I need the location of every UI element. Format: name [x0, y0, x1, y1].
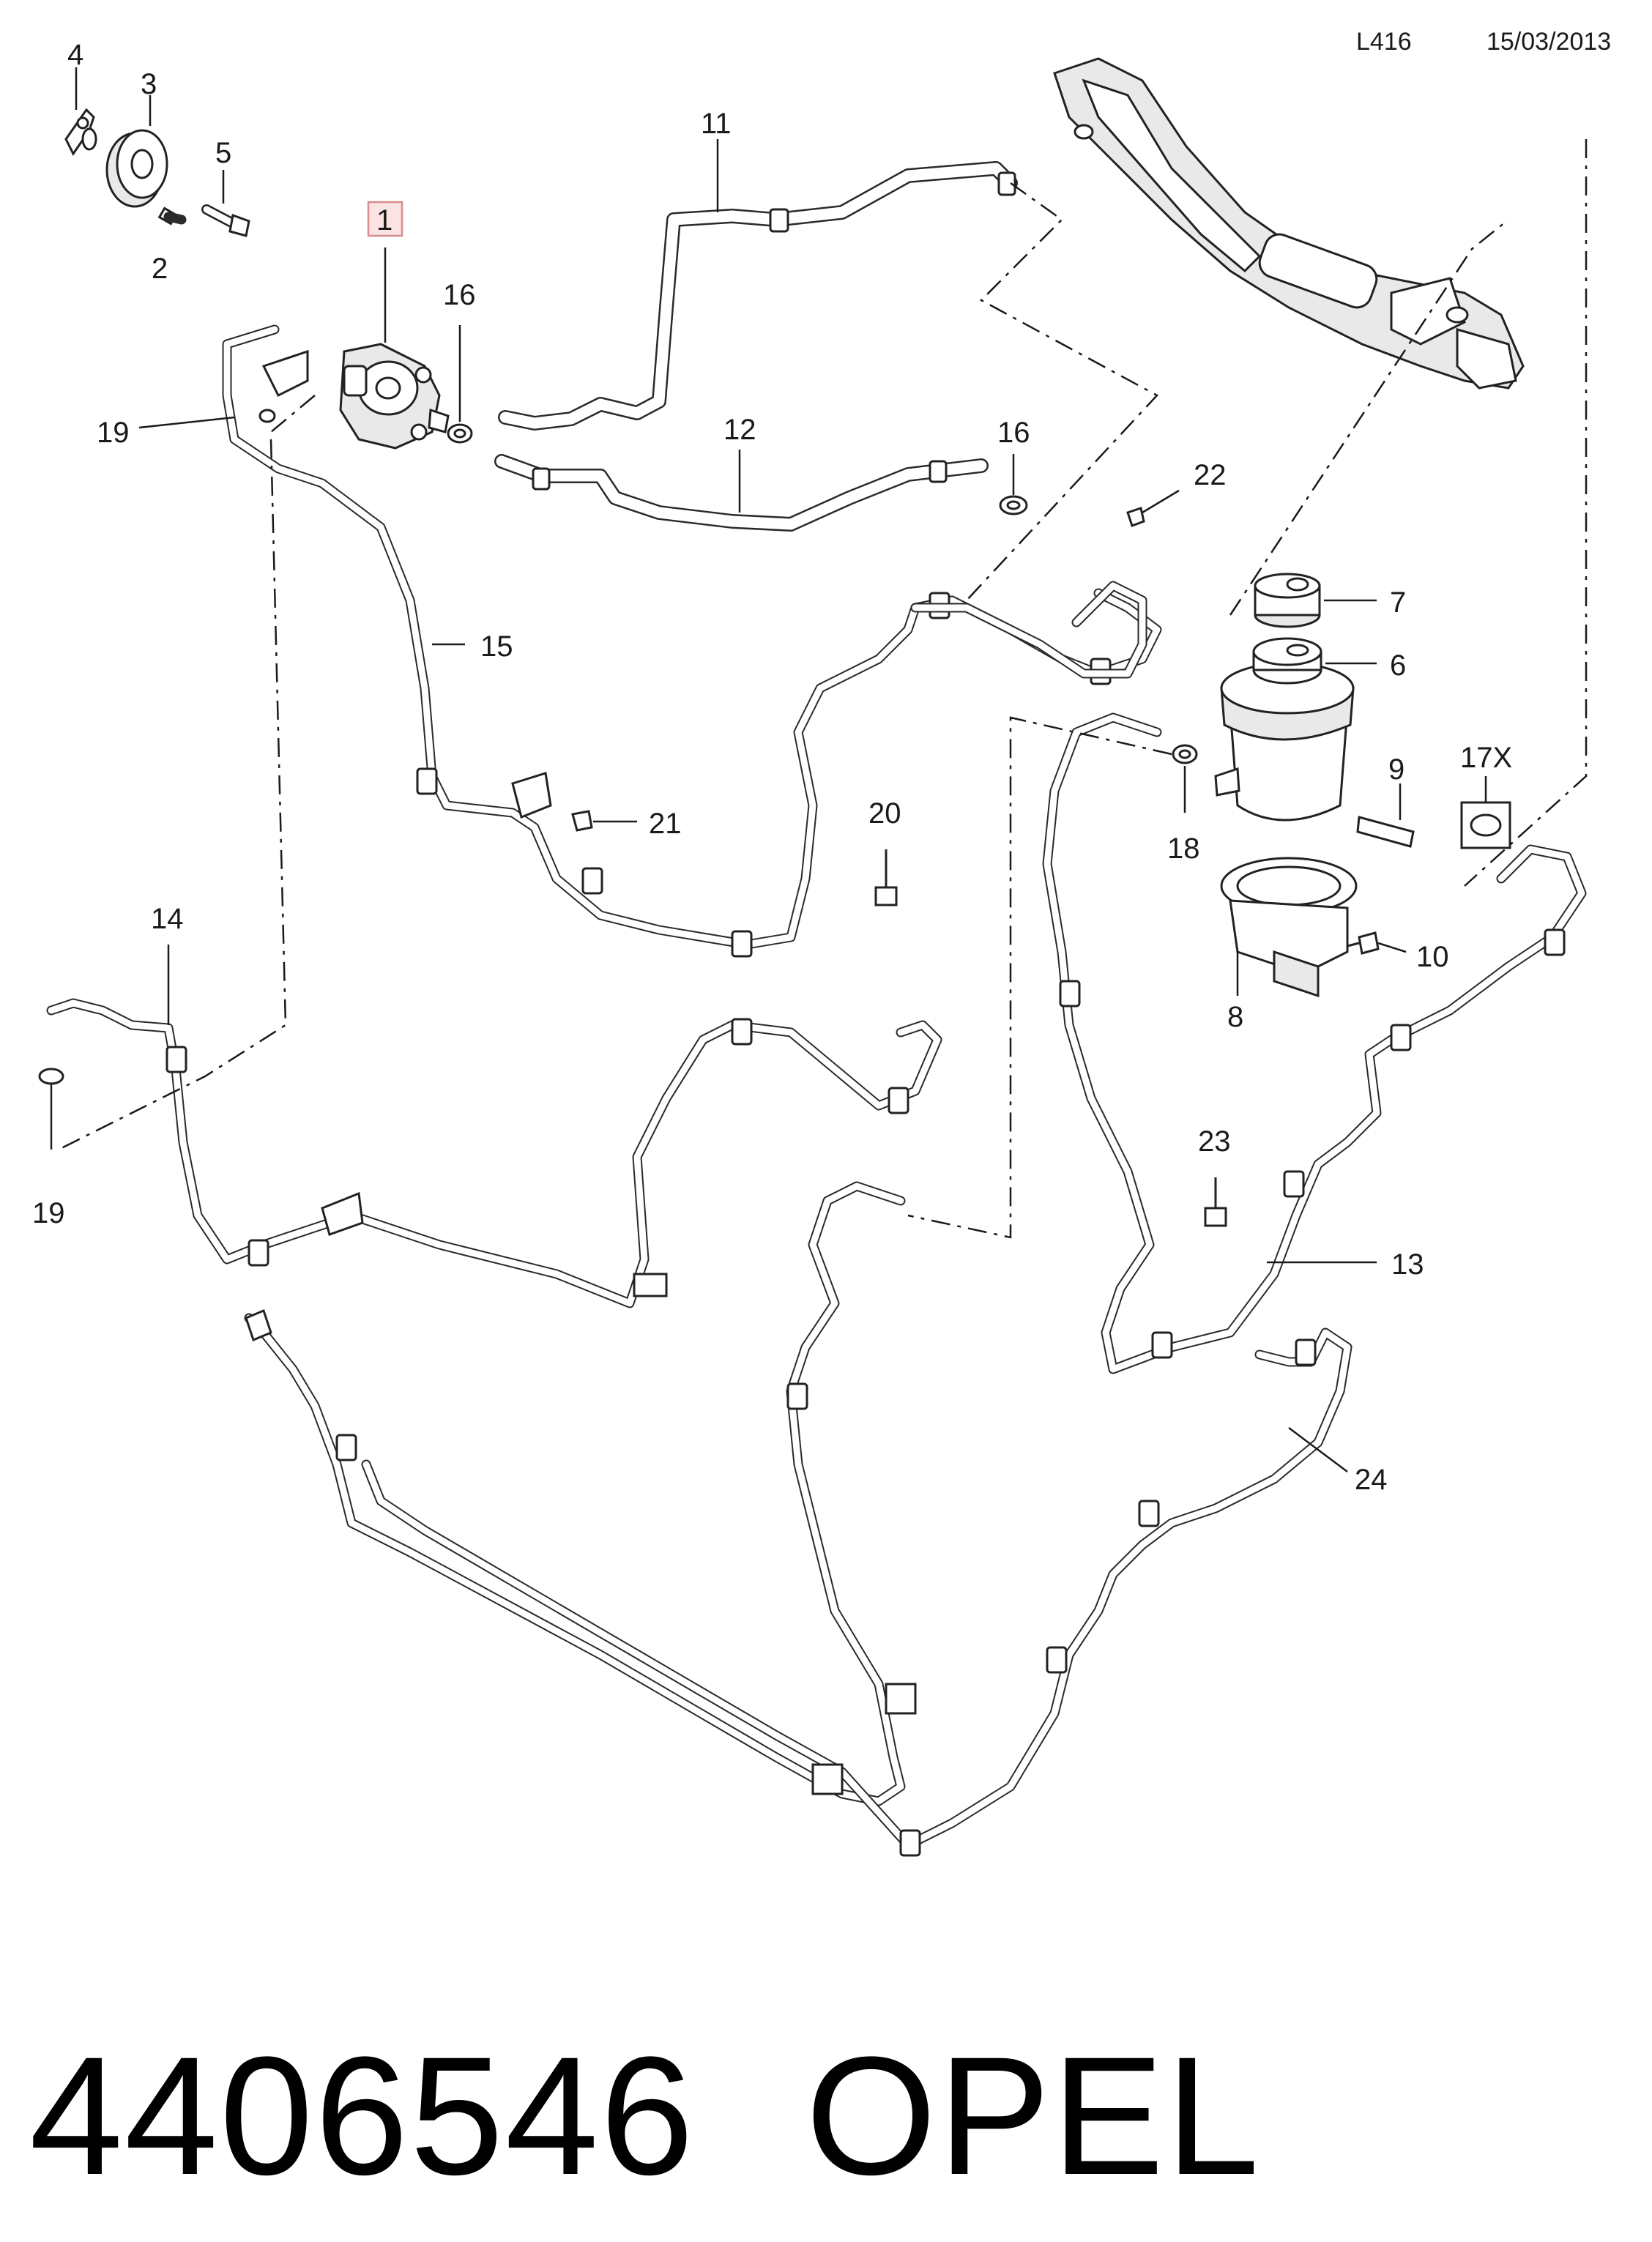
callout-11[interactable]: 11: [701, 108, 732, 140]
part-21-bolt[interactable]: [511, 772, 593, 832]
part-8-reservoir-bracket[interactable]: [1220, 857, 1358, 998]
part-steering-rack[interactable]: [1053, 57, 1525, 390]
part-7-reservoir-cap[interactable]: [1254, 573, 1321, 628]
part-17X-seal-kit[interactable]: [1460, 801, 1511, 849]
part-16-clamp-hose[interactable]: [999, 495, 1028, 515]
part-12-hose[interactable]: [494, 454, 989, 532]
part-16-clamp-pump[interactable]: [447, 423, 473, 444]
callout-6[interactable]: 6: [1390, 649, 1406, 682]
part-14-feed-pipe[interactable]: [46, 998, 942, 1308]
part-lower-return-pipe[interactable]: [244, 1181, 1353, 1857]
callout-4[interactable]: 4: [67, 39, 83, 71]
callout-17X[interactable]: 17X: [1460, 742, 1512, 774]
reference-dashed-lines: [58, 139, 1588, 1239]
diagram-date: 15/03/2013: [1487, 28, 1611, 56]
part-1-steering-pump[interactable]: [339, 343, 450, 450]
part-13-return-hose[interactable]: [1042, 712, 1587, 1374]
callout-13[interactable]: 13: [1391, 1248, 1424, 1281]
callout-3[interactable]: 3: [141, 68, 157, 100]
part-19-washer-upper[interactable]: [258, 409, 276, 423]
callout-19-lower[interactable]: 19: [32, 1197, 65, 1229]
part-number: 4406546: [29, 2022, 696, 2210]
callout-18[interactable]: 18: [1167, 833, 1200, 865]
part-11-hose[interactable]: [498, 161, 1018, 431]
callout-23[interactable]: 23: [1198, 1125, 1231, 1158]
part-2-bolt[interactable]: [157, 206, 187, 226]
callout-2[interactable]: 2: [152, 253, 168, 285]
power-steering-exploded-diagram: L416 15/03/2013 4 3 2 5 1: [32, 28, 1611, 1857]
part-3-pulley[interactable]: [105, 129, 168, 208]
callout-5[interactable]: 5: [215, 137, 231, 169]
callout-20[interactable]: 20: [868, 797, 901, 830]
diagram-code: L416: [1356, 28, 1412, 56]
callout-15[interactable]: 15: [480, 630, 513, 663]
callout-1[interactable]: 1: [376, 204, 392, 237]
brand-name: OPEL: [805, 2022, 1261, 2210]
footer: 4406546 OPEL: [29, 2006, 1626, 2226]
part-5-bolt[interactable]: [201, 204, 250, 237]
callout-19-upper[interactable]: 19: [97, 417, 130, 449]
callout-1-highlight: [367, 201, 403, 237]
part-19-washer-lower[interactable]: [38, 1068, 64, 1150]
part-return-hose[interactable]: [910, 581, 1147, 679]
part-20-bolt[interactable]: [874, 849, 898, 906]
callout-16-right[interactable]: 16: [997, 417, 1030, 449]
callout-22[interactable]: 22: [1194, 459, 1227, 491]
callout-7[interactable]: 7: [1390, 586, 1406, 619]
part-22-bolt[interactable]: [1126, 507, 1145, 527]
callout-14[interactable]: 14: [151, 903, 184, 935]
callout-24[interactable]: 24: [1355, 1464, 1388, 1496]
part-10-bolt[interactable]: [1347, 931, 1380, 955]
callout-21[interactable]: 21: [649, 808, 682, 840]
callout-10[interactable]: 10: [1416, 941, 1449, 973]
callout-9[interactable]: 9: [1388, 753, 1404, 786]
part-9-strap[interactable]: [1356, 816, 1415, 848]
part-23-bolt[interactable]: [1204, 1177, 1227, 1227]
part-4-bracket[interactable]: [64, 108, 97, 156]
part-18-clamp[interactable]: [1172, 744, 1198, 764]
callout-8[interactable]: 8: [1227, 1001, 1243, 1033]
callout-12[interactable]: 12: [723, 414, 756, 446]
callout-16-upper[interactable]: 16: [443, 279, 476, 311]
part-6-reservoir[interactable]: [1214, 637, 1355, 822]
